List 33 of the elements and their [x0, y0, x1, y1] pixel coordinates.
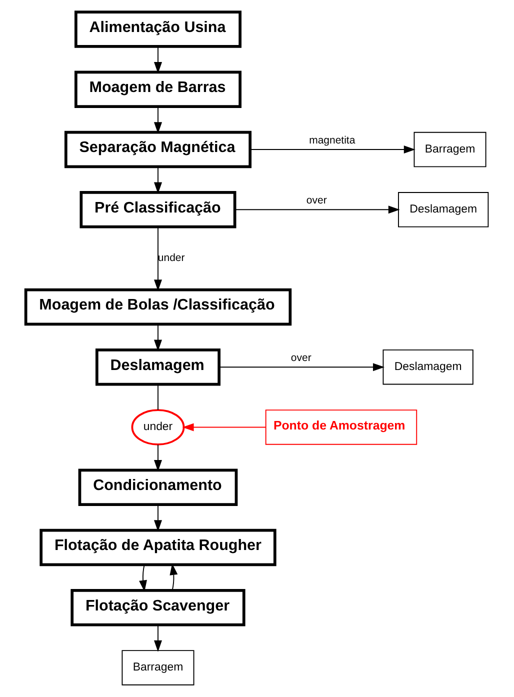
node-box: Moagem de Barras [74, 70, 242, 108]
arrow [234, 206, 400, 214]
arrow [154, 444, 162, 472]
arrow [170, 564, 178, 591]
node-box: Condicionamento [78, 468, 238, 506]
edge-label: magnetita [309, 136, 356, 147]
arrow [218, 363, 384, 372]
node-box: Ponto de Amostragem [265, 410, 418, 445]
arrow [154, 166, 162, 194]
node-box: Flotação Scavenger [70, 588, 246, 626]
arrow [154, 106, 162, 134]
node-box: Barragem [414, 132, 486, 168]
edge-label: over [306, 196, 327, 207]
edge-label: under [158, 252, 185, 264]
arrow [182, 423, 266, 432]
node-ellipse: under [131, 409, 185, 446]
node-box: Deslamagem [382, 349, 474, 385]
node-box: Pré Classificação [80, 191, 236, 228]
node-box: Barragem [122, 650, 194, 686]
arrow [154, 504, 162, 532]
arrow [154, 324, 162, 352]
arrow [154, 624, 162, 652]
arrow [154, 46, 162, 74]
node-box: Alimentação Usina [74, 10, 242, 48]
node-box: Separação Magnética [64, 130, 252, 168]
node-box: Flotação de Apatita Rougher [40, 528, 276, 566]
node-box: Deslamagem [398, 192, 489, 228]
node-box: Moagem de Bolas /Classificação [24, 288, 292, 326]
arrow [154, 226, 162, 292]
edge-label: over [290, 353, 312, 364]
arrow [250, 146, 416, 154]
arrow [139, 564, 147, 592]
node-box: Deslamagem [95, 348, 220, 386]
